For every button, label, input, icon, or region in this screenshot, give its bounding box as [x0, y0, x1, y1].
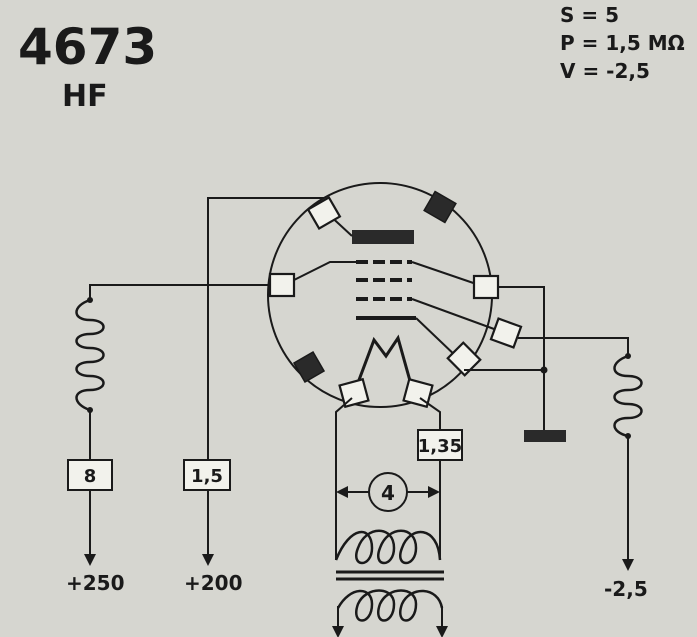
pin-grid-1 [489, 317, 523, 349]
param-transconductance: S = 5 [560, 3, 619, 27]
grid1-wire [518, 337, 629, 356]
tube-function-label: HF [62, 79, 108, 114]
plate-resistor-value: 8 [84, 466, 97, 487]
heater-current-value: 1,35 [418, 436, 462, 457]
heater-voltage-circle [368, 472, 408, 512]
screen-resistor-value: 1,5 [191, 466, 223, 487]
heater-current-box [417, 429, 463, 461]
plate-wire [89, 284, 270, 300]
screen-wire [207, 197, 324, 460]
plate-resistor-box [67, 459, 113, 491]
heater-filament [354, 334, 414, 389]
transformer-secondary [334, 529, 442, 565]
pin-unused-bottom [292, 350, 326, 384]
grid-supply-label: -2,5 [604, 577, 648, 601]
pin-plate [268, 272, 296, 298]
plate-inductor [75, 298, 105, 412]
grid-inductor [613, 354, 643, 438]
pin-cathode [446, 341, 482, 377]
pin-screen [306, 195, 342, 231]
ground-symbol [524, 430, 566, 442]
tube-type-label: 4673 [18, 18, 157, 76]
heater-wire-left [335, 397, 353, 560]
heater-wire-right [419, 397, 441, 430]
screen-supply-label: +200 [184, 571, 243, 595]
pin-heater-left [338, 377, 370, 409]
pin-heater-right [402, 377, 434, 409]
pin-grid-3 [472, 274, 500, 300]
pin-unused-top [423, 190, 457, 224]
plate-electrode [352, 230, 414, 244]
param-plate-resistance: P = 1,5 MΩ [560, 31, 685, 55]
plate-supply-label: +250 [66, 571, 125, 595]
transformer-primary [336, 589, 444, 622]
grid3-wire [498, 286, 545, 430]
param-grid-bias: V = -2,5 [560, 59, 650, 83]
heater-voltage-value: 4 [381, 481, 395, 505]
grid-electrodes [356, 260, 412, 301]
